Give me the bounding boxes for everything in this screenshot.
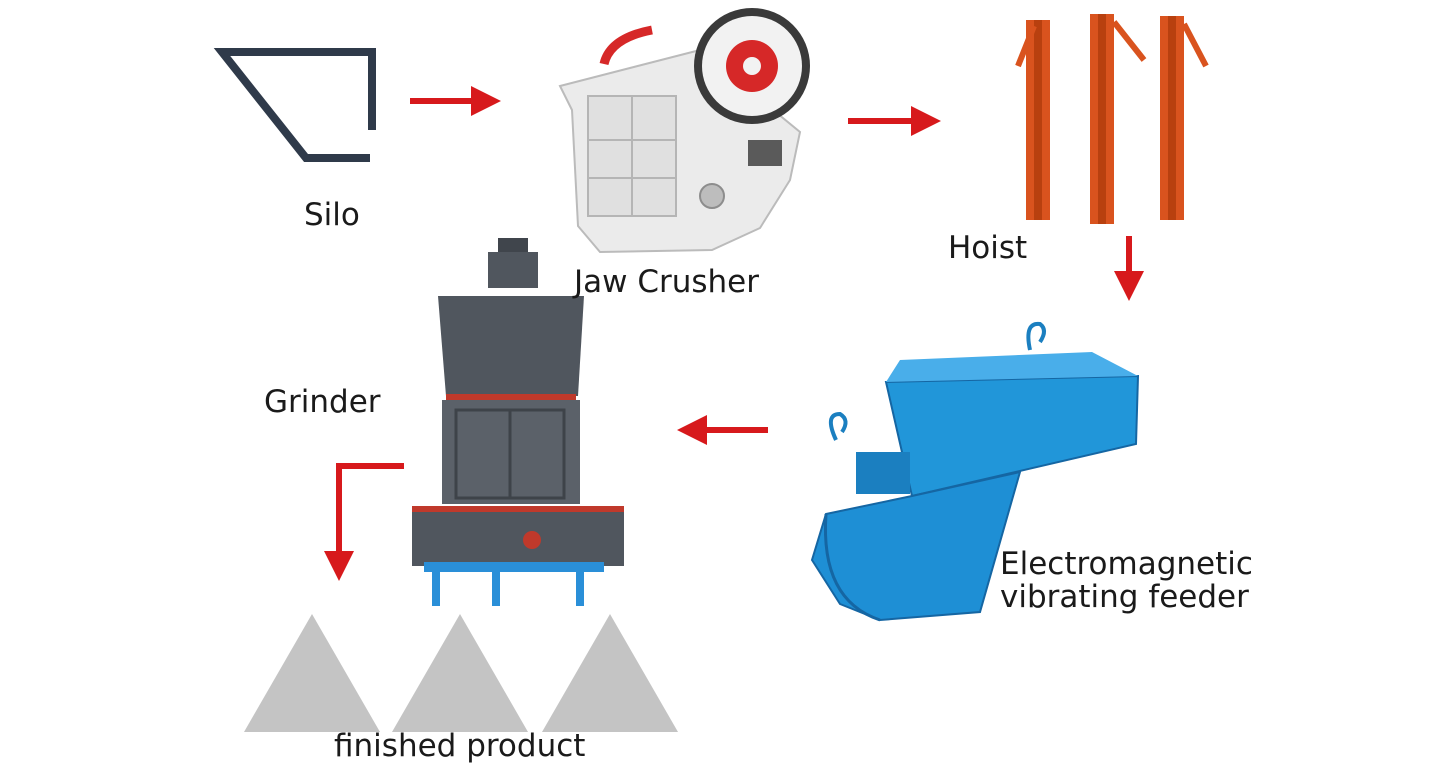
arrow-grinder-to-finished-product [324, 463, 404, 581]
powder-pile-icon [244, 614, 678, 732]
flow-arrows [324, 86, 1144, 581]
silo-label: Silo [304, 197, 360, 233]
jaw-crusher-icon [558, 8, 810, 254]
silo-hopper-icon [213, 48, 376, 162]
vibrating-feeder-icon [810, 321, 1140, 622]
feeder-label-line-1: Electromagnetic [1000, 546, 1253, 582]
feeder-label: Electromagnetic vibrating feeder [1000, 548, 1253, 613]
grinder-mill-icon [412, 238, 624, 606]
finished-product-label: finished product [334, 728, 586, 764]
hoist-label: Hoist [948, 230, 1028, 266]
grinder-label: Grinder [264, 384, 381, 420]
jaw-crusher-label: Jaw Crusher [574, 264, 760, 300]
feeder-label-line-2: vibrating feeder [1000, 578, 1249, 615]
bucket-elevator-icon [1015, 14, 1209, 224]
